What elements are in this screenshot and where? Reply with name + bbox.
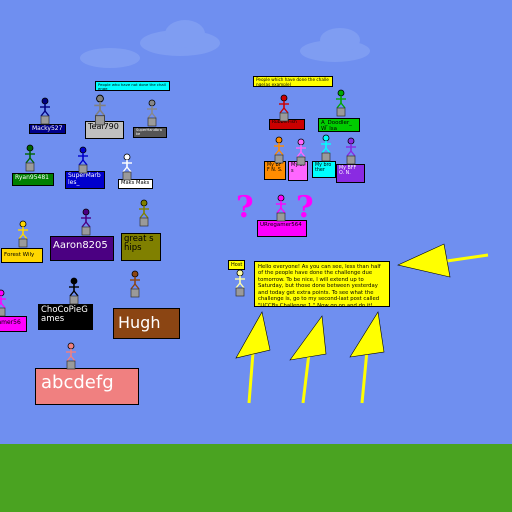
tag-teal790: Teal790	[85, 121, 124, 139]
arrow-middle	[289, 315, 327, 404]
host-notice: Hello everyone! As you can see, less tha…	[254, 261, 390, 307]
avatar-my-bff-ns	[272, 136, 286, 168]
tag-my-brother: My brother	[312, 161, 336, 178]
avatar-macky527	[38, 97, 52, 129]
tag-macky527: Macky527	[29, 124, 66, 134]
avatar-superhandbrake	[145, 99, 159, 131]
tag-ryan95481: Ryan95481	[12, 173, 54, 186]
tag-my-bff-ns: My BFF N. S.	[264, 161, 286, 180]
avatar-supermarbles	[76, 146, 90, 178]
tag-forest-wily: Forest Wily	[1, 248, 43, 263]
tag-abcdefg: abcdefg	[35, 368, 139, 405]
tag-great-ships: great ships	[121, 233, 161, 261]
tag-my-bff-on: My BFF O. N.	[336, 164, 365, 183]
tag-a-doodler: A_Doodler_W_lsa	[318, 118, 360, 132]
question-mark: ?	[236, 190, 254, 225]
avatar-teal790	[92, 94, 108, 130]
ground	[0, 444, 512, 512]
question-mark: ?	[296, 190, 314, 225]
tag-hugh: Hugh	[113, 308, 180, 339]
avatar-a-doodler	[334, 89, 348, 121]
cloud	[165, 20, 205, 48]
host-tag: Host	[228, 260, 246, 270]
arrow-side	[397, 243, 489, 278]
avatar-ramer56	[0, 289, 8, 321]
avatar-great-ships	[137, 199, 151, 231]
avatar-my-bff-on	[344, 137, 358, 169]
cloud	[80, 48, 140, 68]
arrow-left	[235, 311, 271, 404]
avatar-ryan95481	[23, 144, 37, 176]
tag-chococopiegames: ChoCoPieGames	[38, 304, 93, 330]
avatar-rubberfish	[277, 94, 291, 126]
avatar-urregamer	[274, 194, 288, 226]
avatar-my-brother	[319, 134, 333, 166]
arrow-right	[349, 311, 385, 404]
right-note: People which have done the challenge(as …	[253, 76, 333, 87]
tag-maks: Maks Maks	[118, 179, 153, 189]
avatar-aaron8205	[79, 208, 93, 240]
avatar-hugh	[128, 270, 142, 302]
left-note: People who have not done the challenge	[95, 81, 170, 91]
cloud	[320, 28, 360, 52]
avatar-maks	[120, 153, 134, 185]
avatar-chococopiegames	[67, 277, 81, 309]
tag-superhandbrake: SuperHandbrake	[133, 127, 167, 138]
avatar-host	[233, 269, 247, 301]
avatar-forest-wily	[16, 220, 30, 252]
avatar-my-sis	[294, 138, 308, 170]
avatar-abcdefg	[64, 342, 78, 374]
tag-ramer56: ramer56	[0, 316, 27, 332]
tag-aaron8205: Aaron8205	[50, 236, 114, 261]
